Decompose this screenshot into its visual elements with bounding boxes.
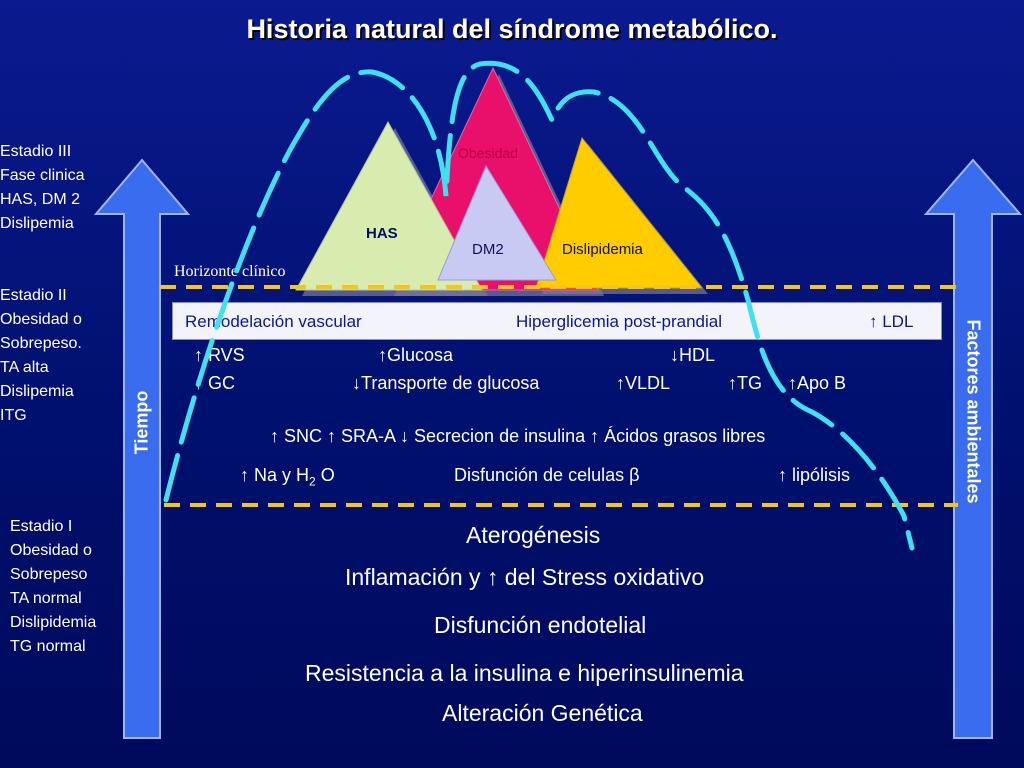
row2-apob: ↑Apo B — [788, 373, 847, 393]
row1-hdl: ↓HDL — [670, 345, 716, 365]
stage-2-text: Estadio II Obesidad o Sobrepeso. TA alta… — [0, 284, 82, 428]
banner-remodelacion: Remodelación vascular — [185, 312, 362, 331]
row4-lipolisis: ↑ lipólisis — [778, 465, 851, 485]
dm2-label: DM2 — [472, 241, 504, 258]
stage-1-line: TG normal — [10, 638, 86, 655]
stage-2-line: Estadio II — [0, 287, 67, 304]
stage-2-line: Sobrepeso. — [0, 335, 82, 352]
stage-2-line: ITG — [0, 407, 27, 424]
row4-na: ↑ Na y H2 O — [240, 465, 335, 489]
row1-glucosa: ↑Glucosa — [378, 345, 454, 365]
stage-3-text: Estadio III Fase clinica HAS, DM 2 Disli… — [0, 140, 84, 236]
row4-subscript: 2 — [309, 474, 316, 489]
stage-2-line: TA alta — [0, 359, 49, 376]
row2-tg: ↑TG — [728, 373, 762, 393]
row4-o-text: O — [315, 465, 335, 485]
horizon-label: Horizonte clínico — [174, 263, 286, 280]
resistencia-text: Resistencia a la insulina e hiperinsulin… — [305, 660, 744, 686]
row2-gc: ↑ GC — [194, 373, 236, 393]
slide-title: Historia natural del síndrome metabólico… — [246, 14, 778, 44]
stage-2-line: Dislipemia — [0, 383, 74, 400]
banner-box: Remodelación vascular Hiperglicemia post… — [172, 302, 942, 340]
alteracion-genetica-text: Alteración Genética — [442, 700, 643, 726]
stage-3-line: Fase clinica — [0, 167, 85, 184]
has-label: HAS — [366, 225, 398, 242]
environment-arrow — [924, 158, 1022, 739]
stage-1-line: Estadio I — [10, 518, 73, 535]
stage-3-line: Dislipemia — [0, 215, 74, 232]
row4-na-text: ↑ Na y H — [240, 465, 310, 485]
stage-2-line: Obesidad o — [0, 311, 82, 328]
stage-3-line: HAS, DM 2 — [0, 191, 81, 208]
row1-rvs: ↑ RVS — [194, 345, 245, 365]
row2-vldl: ↑VLDL — [616, 373, 671, 393]
dislipidemia-peak — [535, 136, 704, 289]
disfuncion-endotelial-text: Disfunción endotelial — [434, 612, 647, 638]
row2-transporte: ↓Transporte de glucosa — [352, 373, 540, 393]
banner-hiperglicemia: Hiperglicemia post-prandial — [516, 312, 722, 331]
aterogenesis-text: Aterogénesis — [466, 522, 601, 548]
stage-1-line: Sobrepeso — [10, 566, 88, 583]
stage-3-line: Estadio III — [0, 143, 72, 160]
inflamacion-text: Inflamación y ↑ del Stress oxidativo — [345, 564, 705, 590]
stage-1-text: Estadio I Obesidad o Sobrepeso TA normal… — [10, 515, 96, 659]
row3-snc: ↑ SNC ↑ SRA-A ↓ Secrecion de insulina ↑ … — [270, 426, 766, 446]
stage-1-line: Obesidad o — [10, 542, 92, 559]
stage-1-line: Dislipidemia — [10, 614, 97, 631]
obesidad-label: Obesidad — [458, 145, 518, 161]
dislipidemia-label: Dislipidemia — [562, 241, 644, 258]
stage-1-line: TA normal — [10, 590, 82, 607]
banner-ldl: ↑ LDL — [869, 312, 914, 331]
row4-disfuncion-beta: Disfunción de celulas β — [454, 465, 640, 485]
